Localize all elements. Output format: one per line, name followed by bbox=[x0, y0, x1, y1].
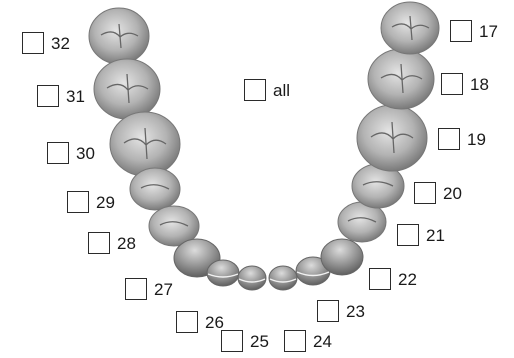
tooth-32-checkbox[interactable]: 32 bbox=[22, 32, 70, 54]
tooth-27-checkbox[interactable]: 27 bbox=[125, 278, 173, 300]
tooth-28-shape[interactable] bbox=[148, 205, 200, 247]
checkbox[interactable] bbox=[47, 142, 69, 164]
tooth-31-shape[interactable] bbox=[93, 58, 161, 120]
tooth-number-label: 18 bbox=[470, 74, 489, 94]
select-all-checkbox[interactable]: all bbox=[244, 79, 290, 101]
checkbox[interactable] bbox=[67, 191, 89, 213]
tooth-29-shape[interactable] bbox=[129, 167, 181, 211]
tooth-24-checkbox[interactable]: 24 bbox=[284, 330, 332, 352]
checkbox[interactable] bbox=[438, 128, 460, 150]
tooth-number-label: 31 bbox=[66, 86, 85, 106]
tooth-19-checkbox[interactable]: 19 bbox=[438, 128, 486, 150]
tooth-number-label: 25 bbox=[250, 331, 269, 351]
checkbox[interactable] bbox=[221, 330, 243, 352]
tooth-22-shape[interactable] bbox=[320, 238, 364, 276]
checkbox[interactable] bbox=[317, 300, 339, 322]
tooth-17-checkbox[interactable]: 17 bbox=[450, 20, 498, 42]
tooth-20-checkbox[interactable]: 20 bbox=[414, 182, 462, 204]
tooth-28-checkbox[interactable]: 28 bbox=[88, 232, 136, 254]
tooth-18-checkbox[interactable]: 18 bbox=[441, 73, 489, 95]
checkbox[interactable] bbox=[244, 79, 266, 101]
checkbox[interactable] bbox=[284, 330, 306, 352]
tooth-26-checkbox[interactable]: 26 bbox=[176, 311, 224, 333]
tooth-17-shape[interactable] bbox=[380, 1, 440, 55]
tooth-29-checkbox[interactable]: 29 bbox=[67, 191, 115, 213]
tooth-number-label: 28 bbox=[117, 233, 136, 253]
tooth-30-shape[interactable] bbox=[109, 111, 181, 177]
tooth-23-checkbox[interactable]: 23 bbox=[317, 300, 365, 322]
tooth-number-label: 17 bbox=[479, 21, 498, 41]
checkbox[interactable] bbox=[22, 32, 44, 54]
checkbox[interactable] bbox=[88, 232, 110, 254]
tooth-number-label: 32 bbox=[51, 33, 70, 53]
tooth-26-shape[interactable] bbox=[206, 259, 240, 287]
tooth-22-checkbox[interactable]: 22 bbox=[369, 268, 417, 290]
checkbox[interactable] bbox=[450, 20, 472, 42]
tooth-24-shape[interactable] bbox=[268, 265, 298, 291]
tooth-number-label: 19 bbox=[467, 129, 486, 149]
checkbox[interactable] bbox=[369, 268, 391, 290]
checkbox[interactable] bbox=[414, 182, 436, 204]
tooth-number-label: 22 bbox=[398, 269, 417, 289]
tooth-19-shape[interactable] bbox=[356, 104, 428, 172]
tooth-number-label: 29 bbox=[96, 192, 115, 212]
tooth-25-checkbox[interactable]: 25 bbox=[221, 330, 269, 352]
tooth-21-checkbox[interactable]: 21 bbox=[397, 224, 445, 246]
checkbox[interactable] bbox=[125, 278, 147, 300]
select-all-label: all bbox=[273, 80, 291, 100]
tooth-number-label: 24 bbox=[313, 331, 332, 351]
tooth-number-label: 30 bbox=[76, 143, 95, 163]
checkbox[interactable] bbox=[397, 224, 419, 246]
tooth-number-label: 23 bbox=[346, 301, 365, 321]
tooth-number-label: 27 bbox=[154, 279, 173, 299]
tooth-number-label: 21 bbox=[426, 225, 445, 245]
checkbox[interactable] bbox=[37, 85, 59, 107]
tooth-32-shape[interactable] bbox=[88, 7, 150, 65]
tooth-number-label: 20 bbox=[443, 183, 462, 203]
tooth-18-shape[interactable] bbox=[367, 48, 435, 110]
tooth-31-checkbox[interactable]: 31 bbox=[37, 85, 85, 107]
tooth-25-shape[interactable] bbox=[237, 265, 267, 291]
tooth-number-label: 26 bbox=[205, 312, 224, 332]
tooth-30-checkbox[interactable]: 30 bbox=[47, 142, 95, 164]
checkbox[interactable] bbox=[176, 311, 198, 333]
checkbox[interactable] bbox=[441, 73, 463, 95]
